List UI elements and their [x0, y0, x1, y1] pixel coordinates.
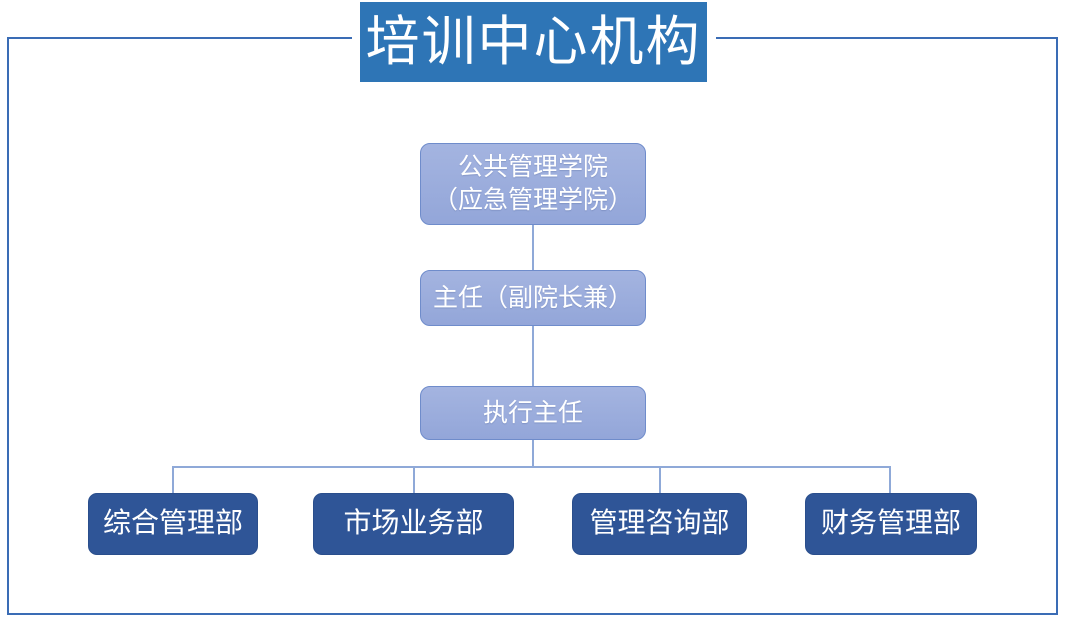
- org-node-college-line1: 公共管理学院: [457, 154, 608, 181]
- org-node-executive-director[interactable]: 执行主任: [420, 386, 646, 440]
- org-node-department-market-business[interactable]: 市场业务部: [313, 493, 514, 555]
- org-node-college[interactable]: 公共管理学院 （应急管理学院）: [420, 143, 646, 225]
- connector-drop-dept-2: [659, 466, 661, 494]
- org-node-department-general-management[interactable]: 综合管理部: [88, 493, 258, 555]
- connector-director-to-exec: [532, 326, 534, 386]
- org-node-director[interactable]: 主任（副院长兼）: [420, 270, 646, 326]
- connector-drop-dept-1: [413, 466, 415, 494]
- connector-horizontal-bus: [172, 466, 891, 468]
- org-node-department-label: 市场业务部: [343, 508, 484, 540]
- org-node-department-finance-management[interactable]: 财务管理部: [805, 493, 977, 555]
- connector-drop-dept-3: [889, 466, 891, 494]
- org-node-department-management-consulting[interactable]: 管理咨询部: [572, 493, 747, 555]
- connector-college-to-director: [532, 225, 534, 270]
- connector-exec-to-bus: [532, 440, 534, 467]
- org-node-director-label: 主任（副院长兼）: [432, 284, 633, 312]
- org-node-college-line2: （应急管理学院）: [432, 187, 633, 214]
- org-node-executive-director-label: 执行主任: [482, 399, 583, 427]
- page-title: 培训中心机构: [360, 2, 707, 82]
- connector-drop-dept-0: [172, 466, 174, 494]
- org-node-department-label: 管理咨询部: [589, 508, 730, 540]
- org-node-department-label: 财务管理部: [820, 508, 961, 540]
- org-node-department-label: 综合管理部: [102, 508, 243, 540]
